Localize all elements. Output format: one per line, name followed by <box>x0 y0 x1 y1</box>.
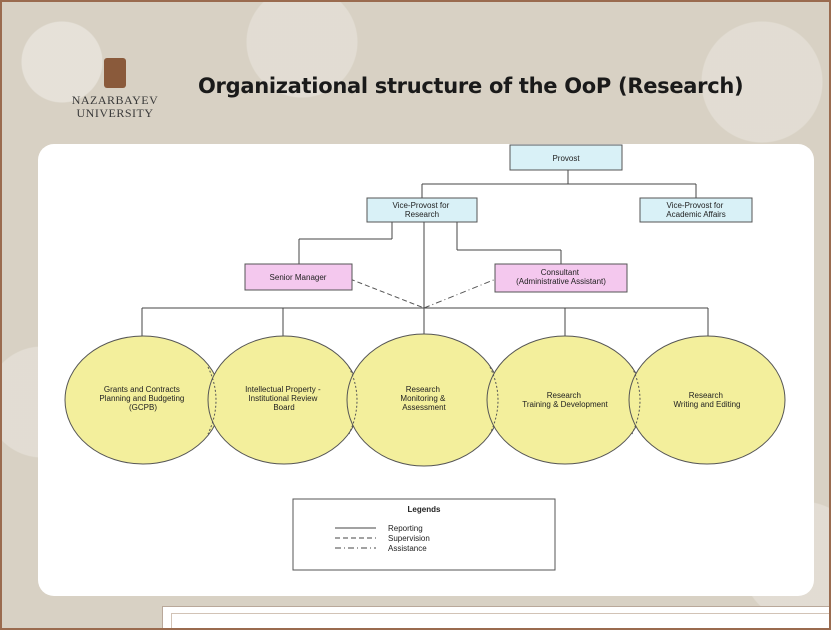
unit-ip-irb-line3: Board <box>273 403 294 412</box>
logo-text-line1: NAZARBAYEV <box>71 93 159 107</box>
box-consultant-line2: (Administrative Assistant) <box>516 277 606 286</box>
page-title: Organizational structure of the OoP (Res… <box>198 74 744 98</box>
box-vp-research: Vice-Provost for Research <box>366 197 478 223</box>
assistance-line <box>423 278 497 309</box>
box-senior-manager-label: Senior Manager <box>270 273 327 282</box>
supervision-line <box>349 278 425 309</box>
logo-text-line2: UNIVERSITY <box>76 106 154 120</box>
unit-monitoring-line3: Assessment <box>402 403 446 412</box>
unit-gcpb-line3: (GCPB) <box>129 403 157 412</box>
box-vp-academic: Vice-Provost for Academic Affairs <box>639 197 753 223</box>
legend-item-reporting: Reporting <box>388 524 423 533</box>
unit-gcpb-line2: Planning and Budgeting <box>99 394 184 403</box>
unit-ip-irb-line2: Institutional Review <box>248 394 317 403</box>
box-provost-label: Provost <box>552 154 580 163</box>
unit-monitoring-line1: Research <box>406 385 440 394</box>
legend-item-assistance: Assistance <box>388 544 427 553</box>
svg-text:Vice-Provost for Resea: Vice-Provost for Research <box>393 201 452 219</box>
unit-monitoring-label: Research Monitoring & Assessment <box>400 385 447 412</box>
reporting-lines <box>141 170 709 337</box>
unit-ellipses <box>64 333 786 467</box>
unit-writing-line2: Writing and Editing <box>674 400 741 409</box>
legend-item-supervision: Supervision <box>388 534 430 543</box>
box-consultant-line1: Consultant <box>541 268 580 277</box>
box-senior-manager: Senior Manager <box>244 263 353 291</box>
unit-ip-irb-label: Intellectual Property - Institutional Re… <box>245 385 323 412</box>
legend: Legends Reporting Supervision Assistance <box>292 498 556 571</box>
unit-writing-label: Research Writing and Editing <box>674 391 741 409</box>
footer-inner-frame <box>171 613 829 628</box>
unit-ip-irb-line1: Intellectual Property - <box>245 385 321 394</box>
box-vp-research-line1: Vice-Provost for <box>393 201 450 210</box>
box-consultant: Consultant (Administrative Assistant) <box>494 263 628 293</box>
university-logo: NAZARBAYEV UNIVERSITY <box>60 58 170 120</box>
svg-text:Vice-Provost for Acade: Vice-Provost for Academic Affairs <box>666 201 725 219</box>
unit-training-line1: Research <box>547 391 581 400</box>
nu-emblem-icon <box>104 58 126 88</box>
footer-box <box>162 606 829 628</box>
svg-text:Consultant (Administra: Consultant (Administrative Assistant) <box>516 268 606 286</box>
unit-training-line2: Training & Development <box>522 400 608 409</box>
unit-monitoring-line2: Monitoring & <box>400 394 446 403</box>
logo-text: NAZARBAYEV UNIVERSITY <box>60 94 170 120</box>
box-vp-academic-line2: Academic Affairs <box>666 210 725 219</box>
unit-training-label: Research Training & Development <box>522 391 608 409</box>
box-vp-research-line2: Research <box>405 210 439 219</box>
unit-writing-line1: Research <box>689 391 723 400</box>
legend-title: Legends <box>408 505 441 514</box>
box-provost: Provost <box>509 144 623 171</box>
unit-gcpb-line1: Grants and Contracts <box>104 385 180 394</box>
unit-gcpb-label: Grants and Contracts Planning and Budget… <box>99 385 186 412</box>
svg-text:Senior Manager: Senior Manager <box>270 273 327 282</box>
svg-text:Provost: Provost <box>552 154 580 163</box>
box-vp-academic-line1: Vice-Provost for <box>667 201 724 210</box>
unit-ellipse-writing <box>628 335 786 465</box>
